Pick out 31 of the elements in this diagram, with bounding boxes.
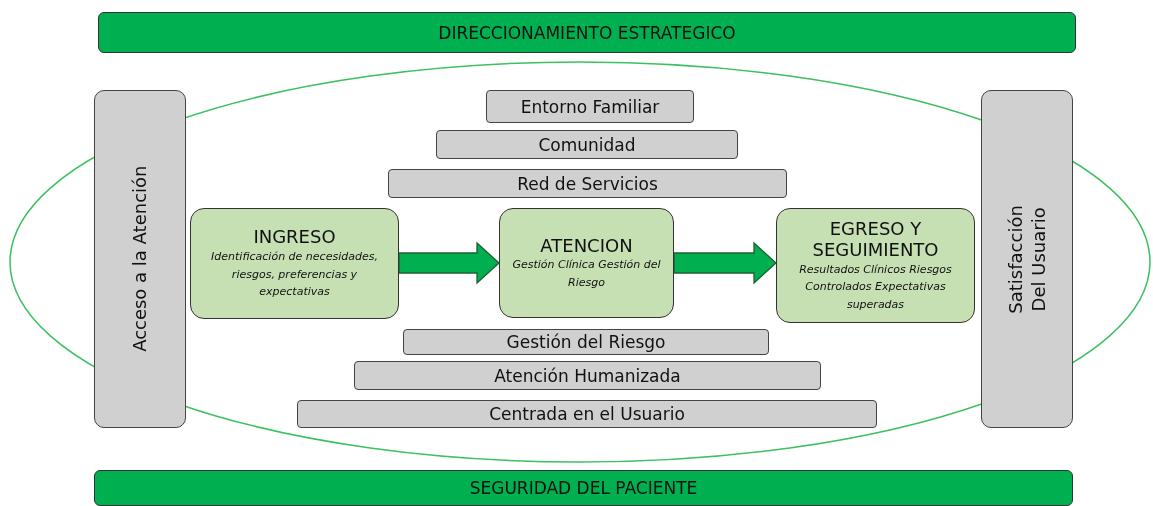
label-text: SEGURIDAD DEL PACIENTE [469,478,698,498]
process-box [499,208,674,318]
layer-bar [436,130,738,159]
layer-bar [297,400,877,428]
label-text: Entorno Familiar [520,96,660,117]
label-text: Gestión del Riesgo [506,332,666,352]
label-text: Red de Servicios [517,173,658,194]
label-text: Satisfacción Del Usuario [1003,204,1050,314]
banner-bar [98,12,1076,53]
layer-bar [403,329,769,355]
label-text: Acceso a la Atención [128,165,152,353]
layer-bar [354,361,821,390]
label-text: DIRECCIONAMIENTO ESTRATEGICO [438,22,736,43]
box-heading: EGRESO Y SEGUIMIENTO [811,217,940,261]
box-heading: ATENCION [540,234,633,257]
block-arrow [398,241,500,285]
label-text: Atención Humanizada [494,365,681,386]
layer-bar [486,90,694,123]
block-arrow [673,241,777,285]
label-text: Comunidad [538,134,636,155]
layer-bar [388,169,787,198]
box-description: Identificación de necesidades, riesgos, preferencias y expectativas [210,248,379,301]
box-description: Resultados Clínicos Riesgos Controlados Expectativas superadas [798,261,953,313]
banner-bar [94,470,1073,506]
process-box [776,208,975,323]
box-description: Gestión Clínica Gestión del Riesgo [511,257,662,291]
label-text: Centrada en el Usuario [489,404,685,424]
side-panel [981,90,1073,428]
process-box [190,208,399,319]
side-panel [94,90,186,428]
box-heading: INGRESO [253,226,336,248]
